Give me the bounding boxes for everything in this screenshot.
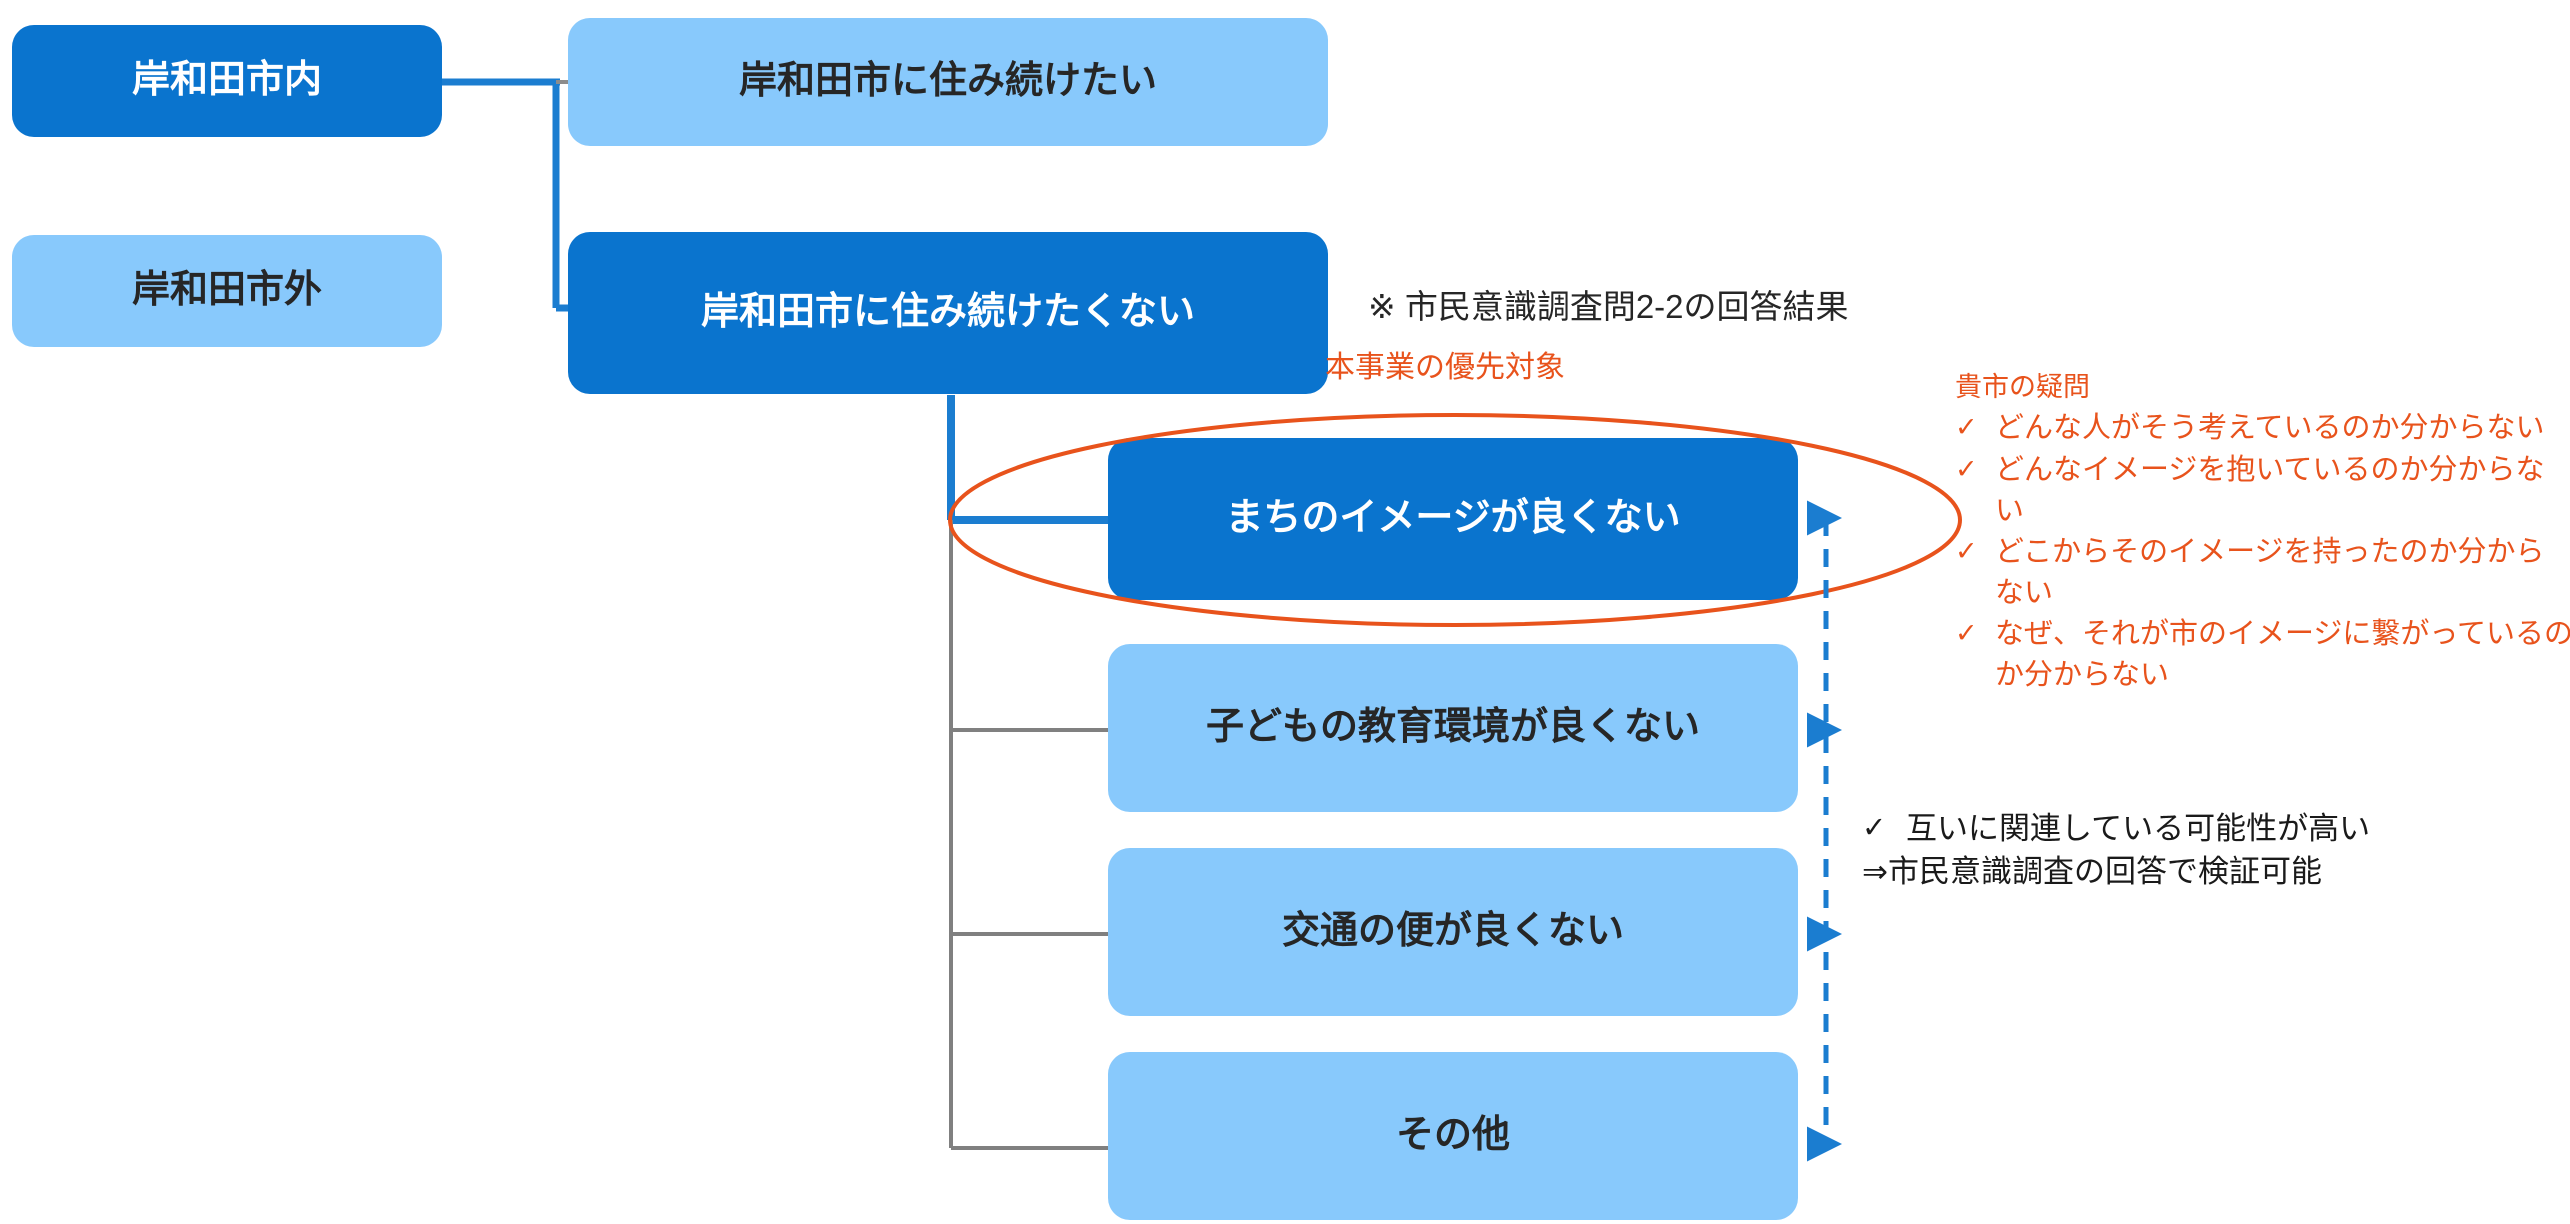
- node-outside-city-label: 岸和田市外: [131, 269, 322, 312]
- city-question-item: ✓ なぜ、それが市のイメージに繋がっているの か分からない: [1955, 614, 2570, 696]
- node-reason-other[interactable]: その他: [1108, 1052, 1798, 1220]
- relation-note-line1-row: ✓ 互いに関連している可能性が高い: [1862, 808, 2502, 851]
- check-icon: ✓: [1955, 618, 1978, 649]
- node-reason-transport-label: 交通の便が良くない: [1281, 910, 1624, 953]
- node-reason-image[interactable]: まちのイメージが良くない: [1108, 438, 1798, 600]
- node-reason-other-label: その他: [1395, 1114, 1510, 1157]
- node-want-to-stay[interactable]: 岸和田市に住み続けたい: [568, 18, 1328, 146]
- survey-source-note: ※ 市民意識調査問2-2の回答結果: [1368, 288, 1849, 325]
- city-question-item: ✓ どこからそのイメージを持ったのか分からない: [1955, 532, 2570, 614]
- city-question-item: ✓ どんな人がそう考えているのか分からない: [1955, 408, 2570, 449]
- priority-target-label: 本事業の優先対象: [1325, 351, 1565, 384]
- node-do-not-want-to-stay-label: 岸和田市に住み続けたくない: [700, 291, 1195, 334]
- check-icon: ✓: [1955, 412, 1978, 443]
- node-do-not-want-to-stay[interactable]: 岸和田市に住み続けたくない: [568, 232, 1328, 394]
- relation-note-line1: 互いに関連している可能性が高い: [1906, 811, 2371, 846]
- node-reason-transport[interactable]: 交通の便が良くない: [1108, 848, 1798, 1016]
- relation-note-block: ✓ 互いに関連している可能性が高い ⇒市民意識調査の回答で検証可能: [1862, 808, 2502, 894]
- node-reason-image-label: まちのイメージが良くない: [1225, 497, 1681, 540]
- node-inside-city[interactable]: 岸和田市内: [12, 25, 442, 137]
- check-icon: ✓: [1862, 812, 1887, 844]
- city-question-item: ✓ どんなイメージを抱いているのか分からない: [1955, 450, 2570, 532]
- city-question-item-label: どこからそのイメージを持ったのか分からない: [1995, 535, 2545, 610]
- city-questions-heading: 貴市の疑問: [1955, 372, 2090, 402]
- node-reason-education-label: 子どもの教育環境が良くない: [1205, 706, 1700, 749]
- city-question-item-label: どんな人がそう考えているのか分からない: [1995, 412, 2545, 445]
- city-question-item-label: なぜ、それが市のイメージに繋がっているの か分からない: [1995, 618, 2570, 692]
- node-outside-city[interactable]: 岸和田市外: [12, 235, 442, 347]
- node-want-to-stay-label: 岸和田市に住み続けたい: [738, 60, 1157, 103]
- node-reason-education[interactable]: 子どもの教育環境が良くない: [1108, 644, 1798, 812]
- city-questions-block: 貴市の疑問 ✓ どんな人がそう考えているのか分からない ✓ どんなイメージを抱い…: [1955, 368, 2570, 697]
- relation-note-line2: ⇒市民意識調査の回答で検証可能: [1862, 853, 2322, 889]
- node-inside-city-label: 岸和田市内: [131, 59, 322, 102]
- check-icon: ✓: [1955, 535, 1978, 566]
- check-icon: ✓: [1955, 453, 1978, 484]
- city-question-item-label: どんなイメージを抱いているのか分からない: [1995, 453, 2545, 527]
